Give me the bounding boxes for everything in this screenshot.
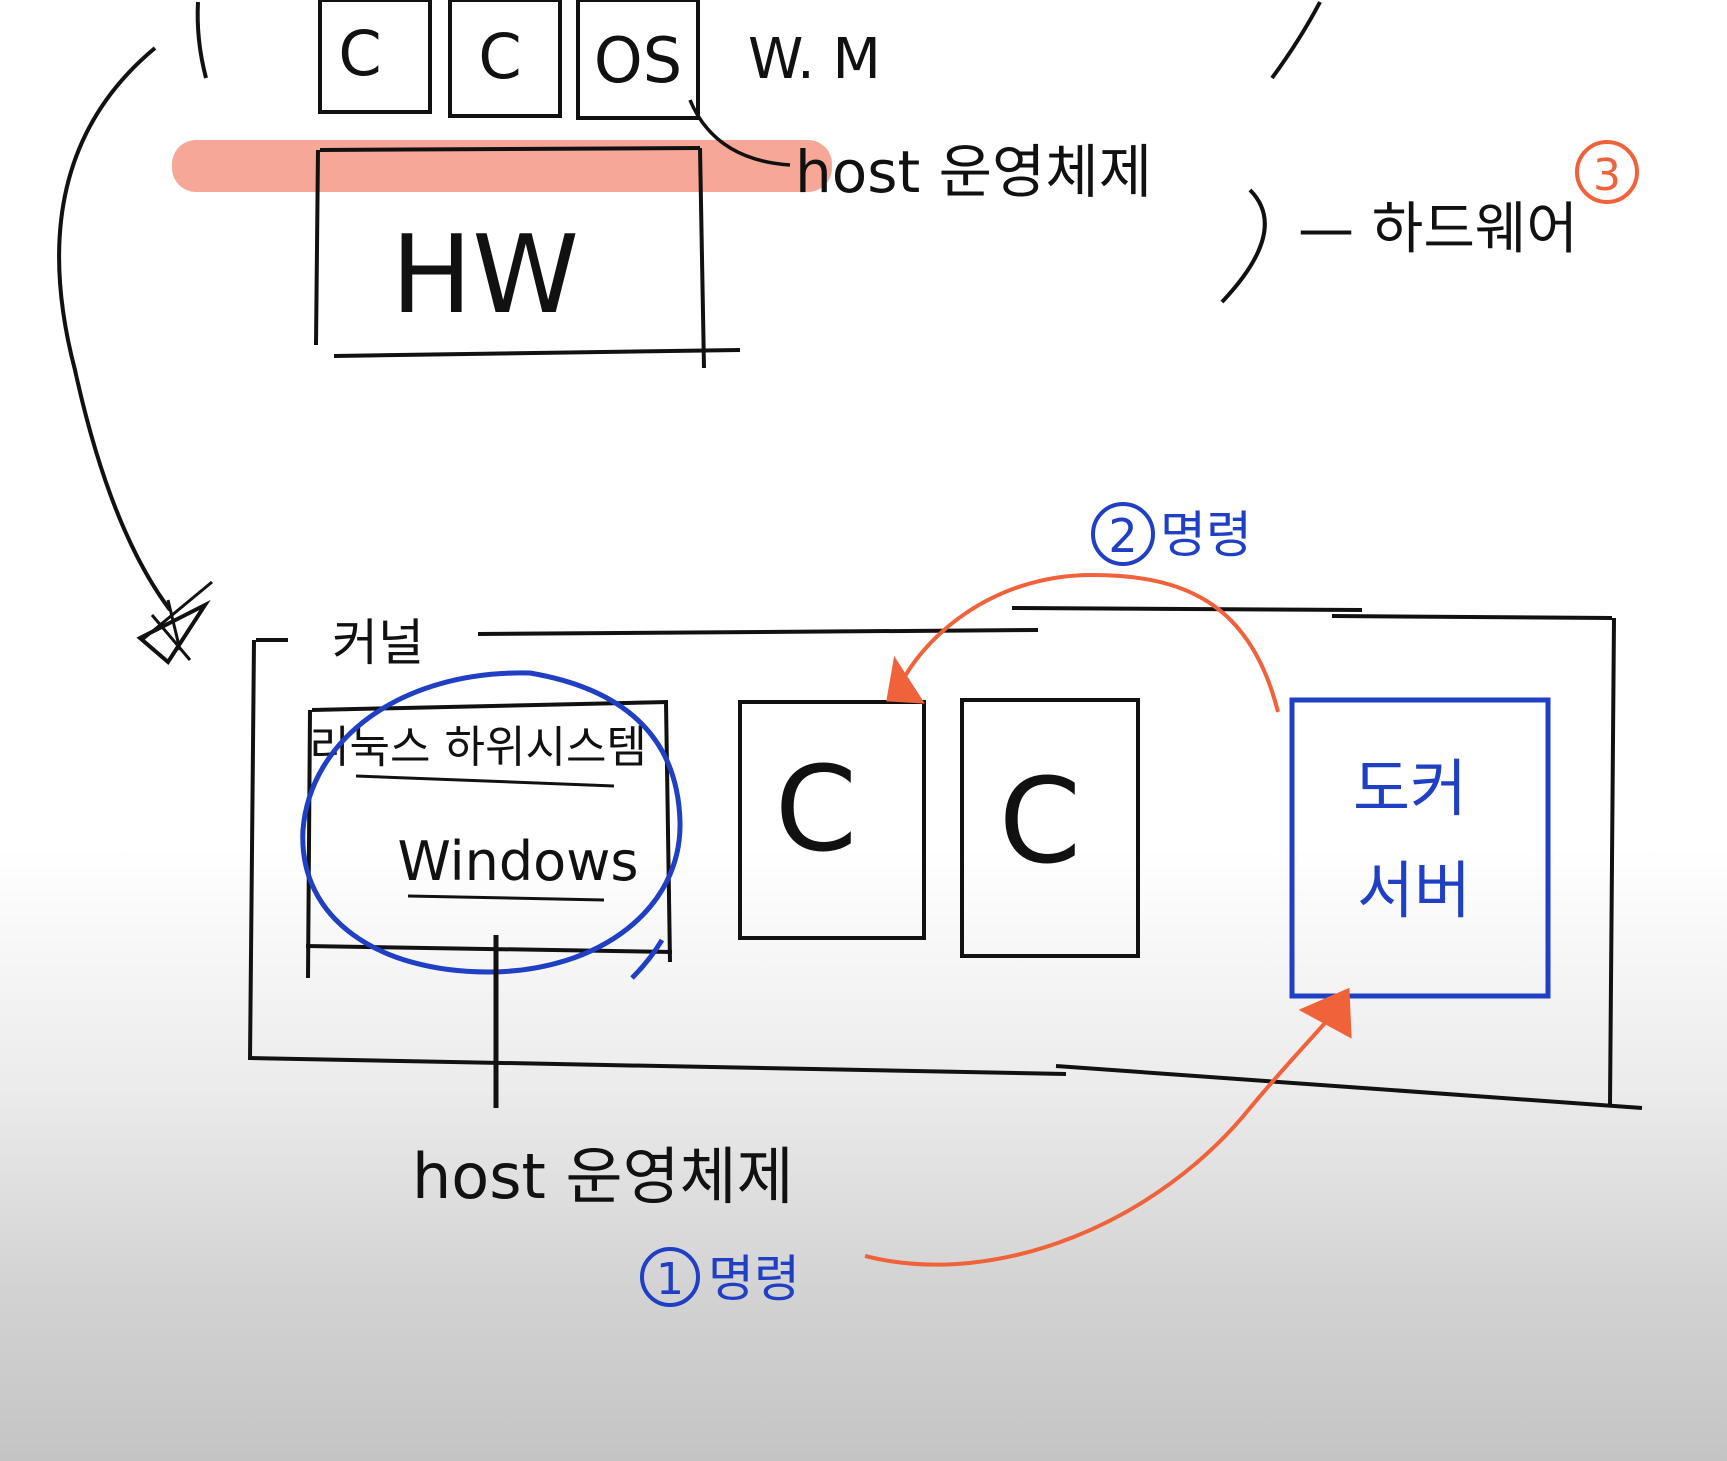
kernel-frame-left xyxy=(248,639,256,1061)
docker-server-line2: 서버 xyxy=(1357,854,1471,927)
kernel-frame-top-c xyxy=(1011,606,1363,612)
container-box-2 xyxy=(960,698,1140,958)
top-right-bracket xyxy=(1270,1,1322,80)
top-box-os-label: OS xyxy=(594,24,682,97)
top-box-c2 xyxy=(448,0,562,118)
step2-arrowhead xyxy=(886,655,925,704)
hardware-label: — 하드웨어 xyxy=(1298,197,1578,262)
hardware-bracket xyxy=(1220,188,1267,304)
container-box-1 xyxy=(738,700,926,940)
hw-box-right xyxy=(698,147,706,369)
bottom-host-label: host 운영체제 xyxy=(412,1140,794,1213)
host-leader-line xyxy=(688,99,791,167)
docker-server-line1: 도커 xyxy=(1353,752,1467,825)
step2-arrow xyxy=(896,572,1280,713)
kernel-label: 커널 xyxy=(332,614,424,672)
bottom-diagram: 커널 리눅스 하위시스템 Windows host 운영체제 C C 도커 서버… xyxy=(248,502,1643,1308)
windows-label: Windows xyxy=(397,830,638,893)
linux-box-right xyxy=(664,701,672,963)
windows-underline xyxy=(407,894,605,902)
step2-number: 2 xyxy=(1108,509,1137,563)
kernel-frame-bottom-a xyxy=(249,1056,1067,1076)
windows-circle-tail xyxy=(630,938,665,980)
step3-number: 3 xyxy=(1593,150,1621,201)
step1-circle xyxy=(640,1247,700,1307)
scribble-arrowhead xyxy=(136,580,213,666)
hw-box-bottom xyxy=(333,348,741,358)
top-box-c2-label: C xyxy=(478,20,521,93)
step1-arrow xyxy=(864,1008,1338,1267)
container-2-label: C xyxy=(999,752,1081,890)
step2-label: 명령 xyxy=(1160,506,1252,564)
step1-arrowhead xyxy=(1298,987,1352,1039)
top-diagram: C C OS W. M host 운영체제 HW — 하드웨어 3 xyxy=(172,0,1639,369)
linux-box-top xyxy=(311,700,669,712)
step3-circle xyxy=(1575,140,1639,204)
top-left-bracket xyxy=(195,1,208,79)
kernel-frame-right xyxy=(1608,617,1616,1105)
top-box-c1 xyxy=(318,0,432,114)
linux-box-left xyxy=(306,709,312,979)
kernel-frame-bottom-b xyxy=(1055,1064,1643,1110)
hw-box-top xyxy=(319,146,701,152)
step1-label: 명령 xyxy=(708,1250,800,1308)
windows-highlight-circle xyxy=(300,670,683,975)
hw-box-left xyxy=(314,149,320,346)
top-side-label: W. M xyxy=(748,27,881,92)
top-to-bottom-curve xyxy=(57,46,172,612)
linux-subsystem-underline xyxy=(355,774,615,788)
top-host-label: host 운영체제 xyxy=(795,138,1152,206)
kernel-frame-top-b xyxy=(477,628,1039,636)
step2-circle xyxy=(1091,502,1155,566)
host-highlight-band xyxy=(172,140,832,192)
top-box-os xyxy=(576,0,700,120)
top-box-c1-label: C xyxy=(338,17,381,90)
linux-box-bottom xyxy=(305,944,673,954)
linux-subsystem-label: 리눅스 하위시스템 xyxy=(309,722,647,773)
container-1-label: C xyxy=(775,740,857,878)
step1-number: 1 xyxy=(656,1254,684,1305)
docker-server-box xyxy=(1289,697,1551,999)
hw-label: HW xyxy=(391,213,579,338)
kernel-frame-top-d xyxy=(1331,614,1613,620)
